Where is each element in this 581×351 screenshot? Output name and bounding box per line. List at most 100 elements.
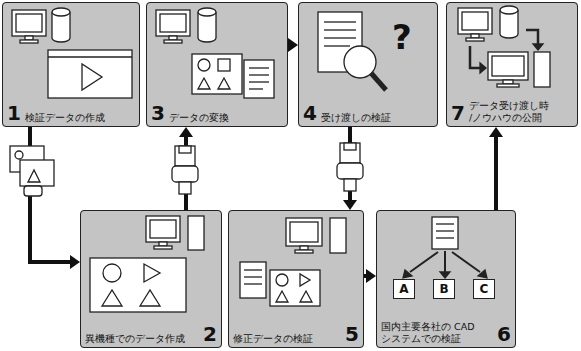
document-line xyxy=(436,230,454,231)
tower-icon xyxy=(188,216,204,250)
sheet-triangle xyxy=(276,291,288,302)
document-line xyxy=(436,223,454,224)
document-line xyxy=(244,283,262,284)
window-bar xyxy=(48,56,132,57)
sheet-triangle xyxy=(102,290,122,306)
system-box: B xyxy=(433,279,455,299)
sheet-triangle xyxy=(218,78,230,89)
shape-sheet xyxy=(270,270,320,306)
hand-shape xyxy=(337,163,363,179)
panel-fill xyxy=(2,2,140,127)
arrow-head xyxy=(288,38,298,52)
step-number: 1 xyxy=(7,103,21,123)
monitor-frame xyxy=(488,52,528,80)
media-icon xyxy=(10,146,54,196)
step-label: データ受け渡し時 /ノウハウの公開 xyxy=(469,100,549,123)
monitor-icon xyxy=(458,8,492,41)
document-line xyxy=(249,67,269,68)
document-page xyxy=(432,217,458,249)
sheet-triangle xyxy=(198,78,210,89)
step-number: 6 xyxy=(497,324,511,344)
monitor-frame xyxy=(458,8,492,34)
monitor-screen xyxy=(16,14,42,32)
disk-label xyxy=(179,146,191,153)
system-box: A xyxy=(393,279,415,299)
sheet-circle xyxy=(276,274,288,286)
step-label: 国内主要各社の CADシステムでの検証 xyxy=(381,321,481,344)
hand-shape xyxy=(24,186,42,196)
sheet-triangle xyxy=(300,274,310,286)
document-line xyxy=(324,29,356,30)
sheet-circle xyxy=(198,59,210,71)
arrow-head xyxy=(70,255,80,269)
document-line xyxy=(324,37,356,38)
step-panel: 4 受け渡しの検証 xyxy=(298,2,438,127)
storage-icon xyxy=(52,8,70,42)
transfer-arrowhead xyxy=(480,63,486,73)
panel-fill xyxy=(228,210,364,348)
sheet-triangle xyxy=(144,264,160,282)
flow-arrow xyxy=(364,269,376,283)
monitor-screen xyxy=(150,220,176,238)
step-label: 修正データの検証 xyxy=(233,333,313,344)
sheet-frame xyxy=(192,54,242,94)
system-letter: C xyxy=(480,283,489,295)
cylinder-top xyxy=(52,12,70,16)
question-mark: ? xyxy=(392,20,412,54)
panel-caption: 4 受け渡しの検証 xyxy=(303,103,433,123)
monitor-screen xyxy=(492,56,524,76)
illustrations xyxy=(10,6,550,312)
system-letter: A xyxy=(399,283,408,295)
panel-caption: 異機種でのデータ作成2 xyxy=(85,324,217,344)
split-arrow xyxy=(444,251,446,273)
picture-circle xyxy=(15,151,23,159)
document-icon xyxy=(244,60,274,98)
sheet-frame xyxy=(270,270,320,306)
monitor-base xyxy=(497,84,519,87)
monitor-frame xyxy=(146,216,180,242)
arrow-head xyxy=(489,127,503,137)
tower-icon xyxy=(534,52,550,87)
arrow-head xyxy=(179,127,193,137)
panel-caption: 3データの変換 xyxy=(151,103,283,123)
step-panel: 7データ受け渡し時 /ノウハウの公開 xyxy=(446,2,578,127)
arm-shape xyxy=(179,182,191,194)
split-arrow xyxy=(410,252,438,272)
monitor-frame xyxy=(286,218,322,246)
step-label: データの変換 xyxy=(169,112,229,123)
disk-shape xyxy=(175,146,195,166)
panel-fill xyxy=(80,210,222,348)
split-arrowhead xyxy=(403,270,412,278)
magnifier-handle xyxy=(371,73,386,90)
cylinder-body xyxy=(52,8,70,42)
step-label: 異機種でのデータ作成 xyxy=(85,333,185,344)
panel-fill xyxy=(376,210,516,348)
step-number: 4 xyxy=(303,103,317,123)
monitor-base xyxy=(295,250,313,253)
monitor-base xyxy=(154,246,172,249)
step-label: 受け渡しの検証 xyxy=(321,112,391,123)
panel-fill xyxy=(446,2,578,127)
document-line xyxy=(324,21,356,22)
panel-caption: 国内主要各社の CADシステムでの検証 6 xyxy=(381,321,511,344)
hand-shape xyxy=(172,166,198,182)
magnifier-lens xyxy=(344,46,376,78)
play-triangle xyxy=(82,64,102,90)
document-line xyxy=(324,45,350,46)
cylinder-top xyxy=(198,12,216,16)
flow-line xyxy=(494,137,498,210)
document-line xyxy=(249,81,269,82)
monitor-icon xyxy=(286,218,322,253)
split-arrow xyxy=(452,252,480,272)
cylinder-top xyxy=(500,10,518,14)
step-panel: 国内主要各社の CADシステムでの検証 6 A B C xyxy=(376,210,516,348)
step-panel: 修正データの検証5 xyxy=(228,210,364,348)
monitor-screen xyxy=(290,222,318,242)
step-panel: 3データの変換 xyxy=(146,2,288,127)
shape-sheet xyxy=(90,258,186,312)
panel-caption: 7データ受け渡し時 /ノウハウの公開 xyxy=(451,100,573,123)
arm-shape xyxy=(344,179,356,191)
monitor-frame xyxy=(12,10,46,36)
storage-icon xyxy=(198,8,216,42)
step-label: 検証データの作成 xyxy=(25,112,105,123)
